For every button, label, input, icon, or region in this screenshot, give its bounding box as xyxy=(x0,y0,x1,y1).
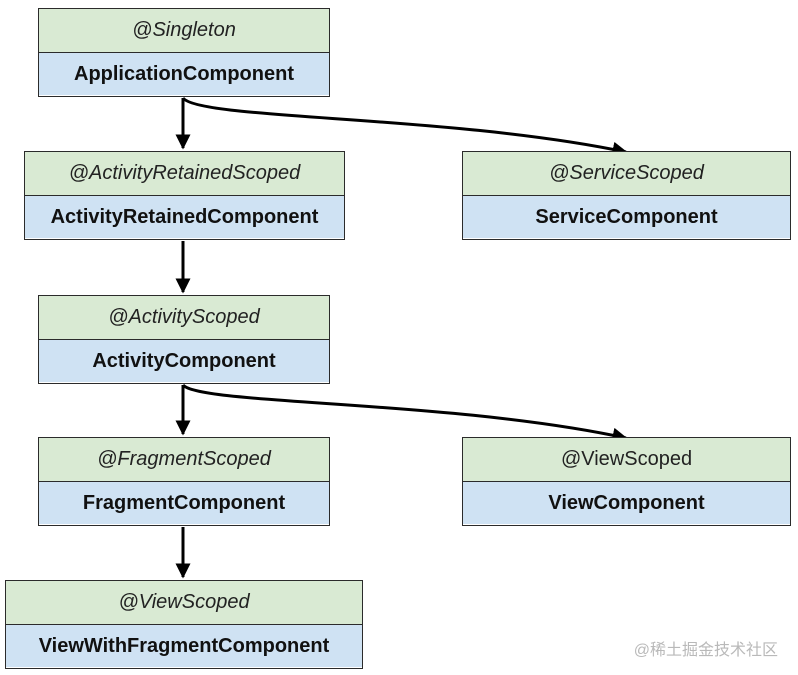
node-component-label: ViewWithFragmentComponent xyxy=(6,625,362,667)
node-scope-label: @ActivityScoped xyxy=(39,296,329,340)
node-scope-label: @ServiceScoped xyxy=(463,152,790,196)
node-service-component: @ServiceScoped ServiceComponent xyxy=(462,151,791,240)
node-view-component: @ViewScoped ViewComponent xyxy=(462,437,791,526)
edge-application-to-service xyxy=(181,96,628,157)
node-scope-label: @ActivityRetainedScoped xyxy=(25,152,344,196)
node-scope-label: @ViewScoped xyxy=(6,581,362,625)
node-view-with-fragment-component: @ViewScoped ViewWithFragmentComponent xyxy=(5,580,363,669)
node-component-label: ServiceComponent xyxy=(463,196,790,238)
node-scope-label: @Singleton xyxy=(39,9,329,53)
node-component-label: ViewComponent xyxy=(463,482,790,524)
node-application-component: @Singleton ApplicationComponent xyxy=(38,8,330,97)
node-activity-retained-component: @ActivityRetainedScoped ActivityRetained… xyxy=(24,151,345,240)
node-component-label: ActivityComponent xyxy=(39,340,329,382)
node-component-label: FragmentComponent xyxy=(39,482,329,524)
node-component-label: ApplicationComponent xyxy=(39,53,329,95)
node-fragment-component: @FragmentScoped FragmentComponent xyxy=(38,437,330,526)
watermark: @稀土掘金技术社区 xyxy=(633,642,778,659)
node-activity-component: @ActivityScoped ActivityComponent xyxy=(38,295,330,384)
node-component-label: ActivityRetainedComponent xyxy=(25,196,344,238)
node-scope-label: @FragmentScoped xyxy=(39,438,329,482)
node-scope-label: @ViewScoped xyxy=(463,438,790,482)
edge-activity-to-view xyxy=(181,383,628,443)
